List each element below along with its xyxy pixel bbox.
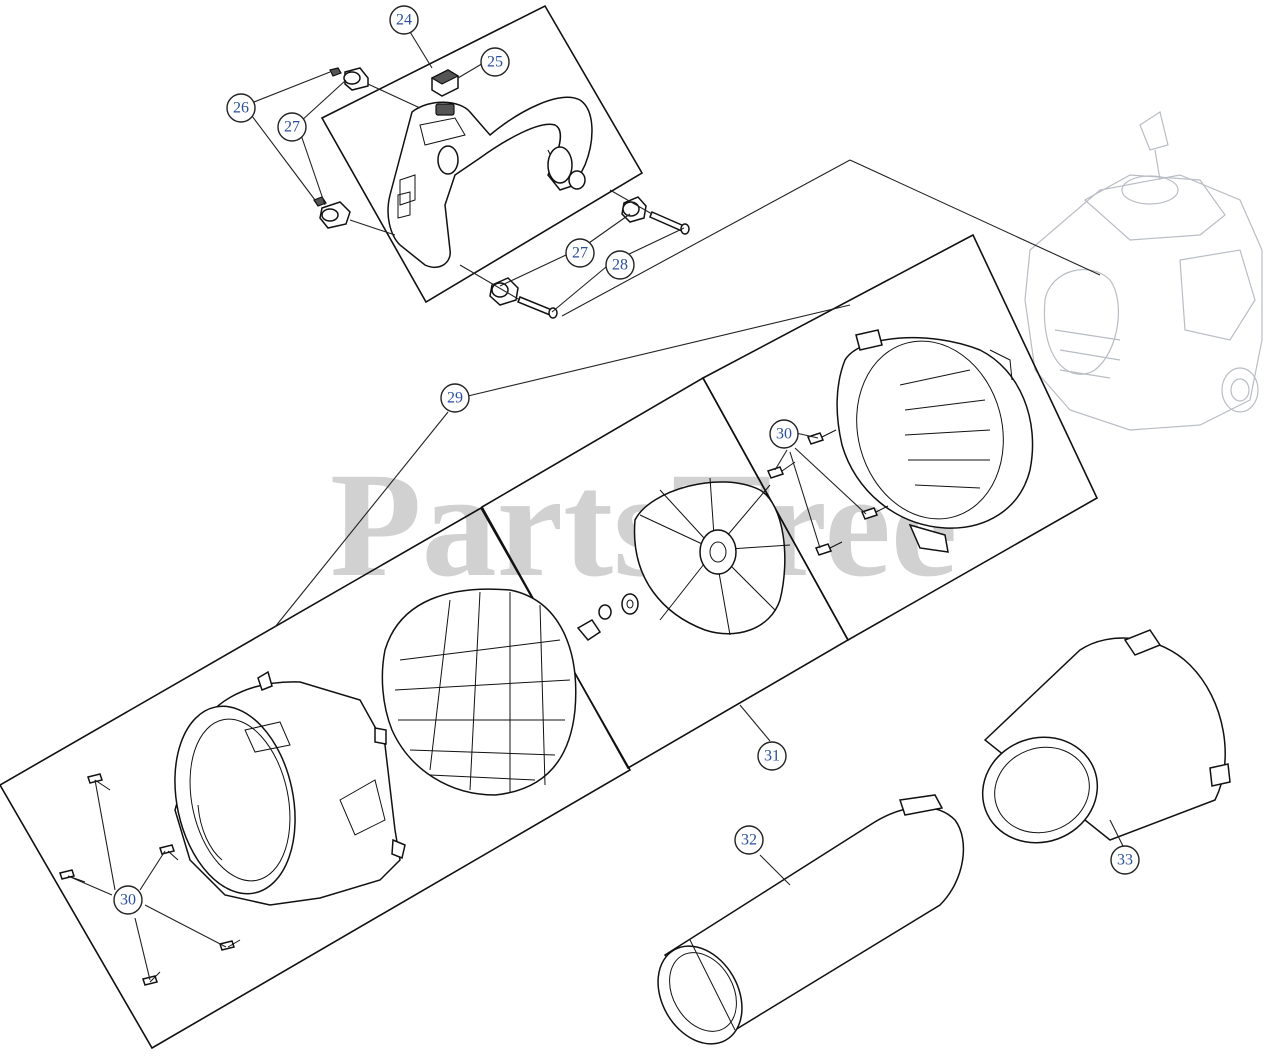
callout-28: 28 (605, 250, 635, 280)
handle-leader-lines (248, 21, 1101, 317)
group-leader-lines (67, 304, 1124, 981)
svg-text:28: 28 (612, 257, 628, 274)
impeller-fan-part (576, 477, 791, 641)
svg-text:30: 30 (776, 426, 792, 443)
callout-27-lower: 27 (565, 238, 595, 268)
callout-25: 25 (480, 47, 510, 77)
callout-31: 31 (757, 741, 787, 771)
svg-text:31: 31 (764, 748, 780, 765)
svg-text:24: 24 (396, 12, 412, 29)
callout-27-upper: 27 (277, 112, 307, 142)
handle-assembly-frame (320, 4, 644, 304)
switch-part (430, 69, 460, 97)
handle-part (387, 96, 593, 269)
engine-ghost-illustration (1024, 111, 1263, 431)
svg-text:27: 27 (284, 119, 300, 136)
callout-24: 24 (389, 5, 419, 35)
nozzle-33 (981, 629, 1231, 844)
screws-30-upper (766, 429, 889, 556)
callout-30-lower: 30 (113, 885, 143, 915)
svg-text:27: 27 (572, 245, 588, 262)
rear-housing-part (836, 329, 1034, 553)
svg-text:26: 26 (233, 100, 249, 117)
rear-housing-frame (701, 233, 1099, 642)
intake-cone-part (381, 588, 577, 796)
svg-text:29: 29 (447, 390, 463, 407)
front-housing-part (174, 670, 406, 906)
blower-tube-32 (657, 794, 965, 1045)
svg-text:30: 30 (120, 892, 136, 909)
callout-32: 32 (734, 825, 764, 855)
svg-text:32: 32 (741, 832, 757, 849)
svg-text:33: 33 (1117, 852, 1133, 869)
bolts-28 (517, 211, 690, 319)
callout-29: 29 (440, 383, 470, 413)
housing-frame-29 (0, 506, 632, 1050)
svg-text:25: 25 (487, 54, 503, 71)
callout-30-upper: 30 (769, 419, 799, 449)
callout-26: 26 (226, 93, 256, 123)
callout-33: 33 (1110, 845, 1140, 875)
